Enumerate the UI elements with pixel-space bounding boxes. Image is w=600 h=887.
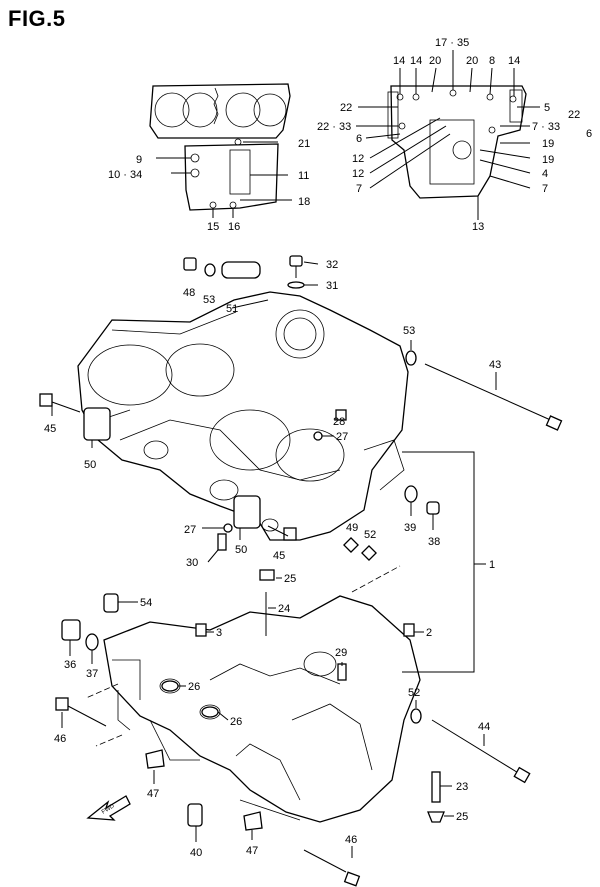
callout-40: 40 bbox=[190, 847, 202, 859]
callout-2: 2 bbox=[426, 627, 432, 639]
callout-50: 50 bbox=[235, 544, 247, 556]
callout-14: 14 bbox=[393, 55, 405, 67]
callout-19: 19 bbox=[542, 154, 554, 166]
callout-22-33: 22 · 33 bbox=[317, 121, 351, 133]
fwd-arrow-icon: FWD bbox=[86, 795, 131, 821]
callout-47: 47 bbox=[147, 788, 159, 800]
callout-20: 20 bbox=[466, 55, 478, 67]
callout-26: 26 bbox=[188, 681, 200, 693]
lower-crankcase-inset bbox=[356, 50, 540, 220]
callout-29: 29 bbox=[335, 647, 347, 659]
callout-46: 46 bbox=[345, 834, 357, 846]
callout-48: 48 bbox=[183, 287, 195, 299]
callout-46: 46 bbox=[54, 733, 66, 745]
callout-22: 22 bbox=[568, 109, 580, 121]
callout-26: 26 bbox=[230, 716, 242, 728]
callout-20: 20 bbox=[429, 55, 441, 67]
callout-15: 15 bbox=[207, 221, 219, 233]
callout-8: 8 bbox=[489, 55, 495, 67]
callout-45: 45 bbox=[44, 423, 56, 435]
callout-7-33: 7 · 33 bbox=[532, 121, 560, 133]
callout-7: 7 bbox=[356, 183, 362, 195]
callout-51: 51 bbox=[226, 303, 238, 315]
callout-37: 37 bbox=[86, 668, 98, 680]
callout-14: 14 bbox=[410, 55, 422, 67]
callout-3: 3 bbox=[216, 627, 222, 639]
callout-6: 6 bbox=[356, 133, 362, 145]
callout-10-34: 10 · 34 bbox=[108, 169, 142, 181]
callout-labels: 17 · 35 14 14 20 20 8 14 22 5 22 22 · 33… bbox=[44, 37, 592, 859]
lower-crankcase bbox=[103, 595, 421, 823]
callout-17-35: 17 · 35 bbox=[435, 37, 469, 49]
assembly-bracket bbox=[402, 451, 475, 673]
callout-7: 7 bbox=[542, 183, 548, 195]
callout-13: 13 bbox=[472, 221, 484, 233]
callout-21: 21 bbox=[298, 138, 310, 150]
callout-54: 54 bbox=[140, 597, 152, 609]
callout-39: 39 bbox=[404, 522, 416, 534]
callout-53: 53 bbox=[403, 325, 415, 337]
callout-27: 27 bbox=[184, 524, 196, 536]
callout-50: 50 bbox=[84, 459, 96, 471]
callout-31: 31 bbox=[326, 280, 338, 292]
callout-27: 27 bbox=[336, 431, 348, 443]
callout-14: 14 bbox=[508, 55, 520, 67]
callout-49: 49 bbox=[346, 522, 358, 534]
small-parts bbox=[39, 255, 563, 887]
leader-lines bbox=[51, 261, 497, 858]
callout-22: 22 bbox=[340, 102, 352, 114]
callout-16: 16 bbox=[228, 221, 240, 233]
callout-1: 1 bbox=[489, 559, 495, 571]
callout-47: 47 bbox=[246, 845, 258, 857]
callout-43: 43 bbox=[489, 359, 501, 371]
callout-18: 18 bbox=[298, 196, 310, 208]
callout-36: 36 bbox=[64, 659, 76, 671]
callout-12: 12 bbox=[352, 168, 364, 180]
callout-11: 11 bbox=[298, 170, 309, 182]
figure-title: FIG.5 bbox=[8, 6, 66, 31]
callout-53: 53 bbox=[203, 294, 215, 306]
callout-52: 52 bbox=[408, 687, 420, 699]
callout-6: 6 bbox=[586, 128, 592, 140]
upper-crankcase bbox=[77, 291, 409, 541]
callout-12: 12 bbox=[352, 153, 364, 165]
callout-28: 28 bbox=[333, 416, 345, 428]
callout-23: 23 bbox=[456, 781, 468, 793]
callout-9: 9 bbox=[136, 154, 142, 166]
callout-5: 5 bbox=[544, 102, 550, 114]
upper-crankcase-inset bbox=[149, 83, 292, 218]
callout-45: 45 bbox=[273, 550, 285, 562]
callout-32: 32 bbox=[326, 259, 338, 271]
callout-38: 38 bbox=[428, 536, 440, 548]
callout-44: 44 bbox=[478, 721, 490, 733]
callout-4: 4 bbox=[542, 168, 548, 180]
callout-25: 25 bbox=[284, 573, 296, 585]
callout-25: 25 bbox=[456, 811, 468, 823]
callout-24: 24 bbox=[278, 603, 290, 615]
callout-52: 52 bbox=[364, 529, 376, 541]
callout-30: 30 bbox=[186, 557, 198, 569]
callout-19: 19 bbox=[542, 138, 554, 150]
